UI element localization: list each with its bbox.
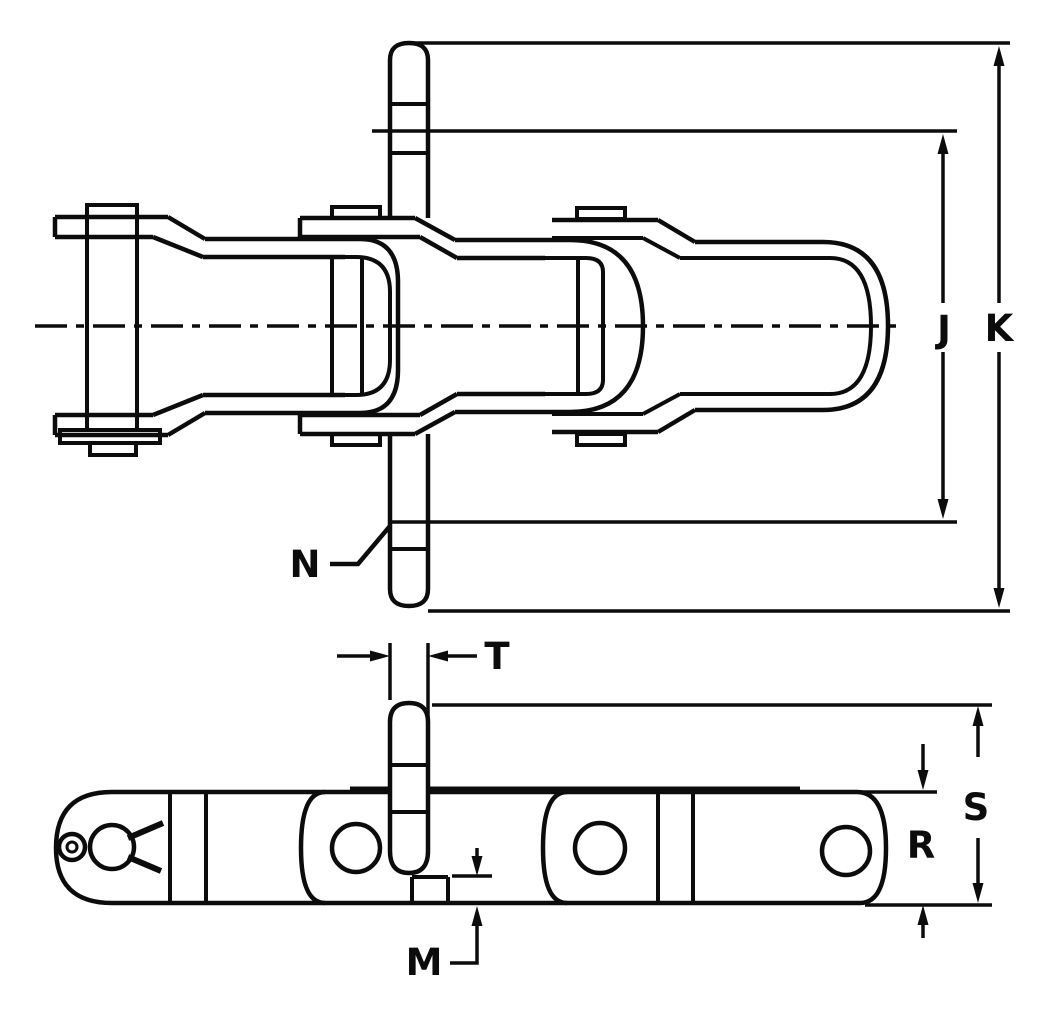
link2-bottom-sidebar <box>297 391 570 437</box>
callout-N: N <box>290 524 392 586</box>
k-arrow-down <box>993 588 1005 608</box>
link1-top-sidebar <box>52 214 345 260</box>
pin-groove-lines-side <box>390 763 428 814</box>
t-arrow-right <box>370 650 390 662</box>
m-arrow-down <box>471 856 483 876</box>
dimension-T: T <box>337 635 510 788</box>
pin-hole-2 <box>572 820 628 876</box>
link-3 <box>552 217 891 435</box>
link3-bottom-outer <box>552 407 823 435</box>
n-leader-line <box>330 524 392 567</box>
t-extension-lines <box>388 643 430 788</box>
link1-bottom-sidebar <box>52 392 345 438</box>
dimension-label-S: S <box>963 786 990 829</box>
dimension-J: J <box>372 129 957 524</box>
pin-head-circle <box>87 822 137 872</box>
dimension-K: K <box>415 41 1015 613</box>
pin-hole-3 <box>819 824 873 878</box>
extended-pin-side-body <box>387 700 431 876</box>
m-leader-elbow <box>450 925 479 965</box>
dimension-label-N: N <box>290 543 321 586</box>
pin-hole-1 <box>329 821 383 875</box>
pin-head-plate <box>88 441 138 457</box>
extended-pin-upper-body <box>387 40 431 218</box>
s-arrow-down <box>972 883 984 903</box>
j-arrow-down <box>937 499 949 519</box>
left-pin <box>58 203 162 457</box>
top-view: K J N <box>35 40 1015 613</box>
dimension-M: M <box>406 848 492 984</box>
joint-pin-head-top <box>575 206 627 221</box>
side-view: T S R M <box>53 635 992 984</box>
t-arrow-left <box>428 650 448 662</box>
plate-edge-lines <box>168 792 695 903</box>
cotter-clip <box>56 820 165 874</box>
s-arrow-up <box>972 706 984 726</box>
dimension-label-K: K <box>985 307 1015 350</box>
cotter-prongs <box>126 820 165 874</box>
k-arrow-up <box>993 46 1005 66</box>
dimension-R: R <box>860 744 937 938</box>
dimension-S: S <box>432 703 992 907</box>
extended-pin-plan <box>387 40 431 609</box>
link3-top-outer <box>552 217 823 245</box>
cotter-ring-outer <box>56 831 88 863</box>
pin-boss-below <box>410 875 450 903</box>
chain-body-outline <box>53 789 889 906</box>
link2-top-sidebar <box>297 215 570 261</box>
link3-top-inner <box>552 236 830 260</box>
j-arrow-up <box>937 134 949 154</box>
dimension-label-T: T <box>484 635 510 678</box>
joint-pin-head-bottom <box>575 432 627 447</box>
extended-pin-lower-body <box>387 434 431 609</box>
link3-bottom-inner <box>552 392 830 416</box>
cotter-ring-inner <box>65 840 79 854</box>
dimension-label-J: J <box>934 308 951 351</box>
dimension-label-M: M <box>406 941 443 984</box>
dimension-label-R: R <box>907 824 936 867</box>
r-arrow-up <box>917 905 929 925</box>
m-arrow-up <box>471 906 483 926</box>
plate1-rounded-end <box>298 789 326 906</box>
plate2-rounded-end <box>540 789 568 906</box>
r-arrow-down <box>917 770 929 790</box>
